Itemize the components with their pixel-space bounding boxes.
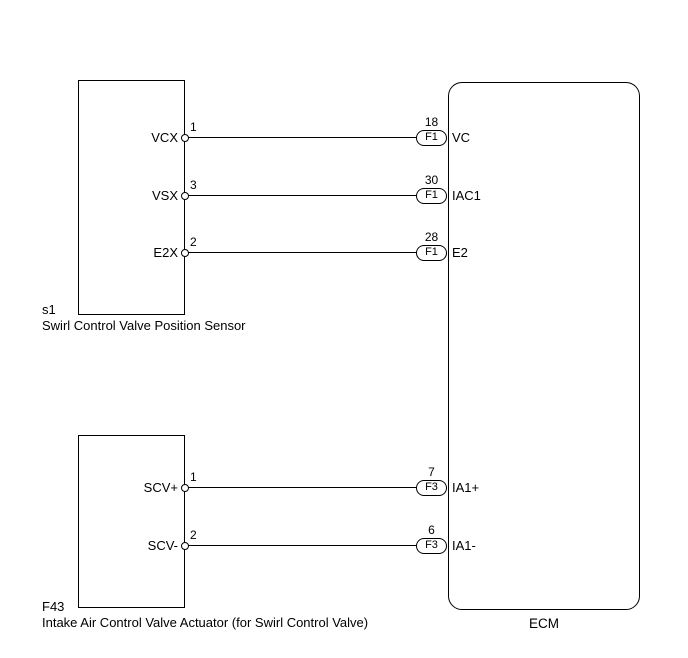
connector-oval: F3 bbox=[416, 538, 447, 554]
connection-point-icon bbox=[181, 134, 189, 142]
sensor-box bbox=[78, 80, 185, 315]
left-pin-number: 1 bbox=[190, 470, 197, 484]
wire bbox=[188, 137, 433, 138]
actuator-box bbox=[78, 435, 185, 608]
actuator-component-caption: Intake Air Control Valve Actuator (for S… bbox=[42, 615, 369, 630]
ecm-box bbox=[448, 82, 640, 610]
connector-oval: F1 bbox=[416, 245, 447, 261]
right-pin-number: 7 bbox=[428, 465, 435, 479]
connector-oval: F1 bbox=[416, 188, 447, 204]
left-pin-label: SCV- bbox=[147, 538, 178, 553]
sensor-component-id: s1 bbox=[42, 302, 56, 317]
wire bbox=[188, 195, 433, 196]
left-pin-label: SCV+ bbox=[143, 480, 178, 495]
connection-point-icon bbox=[181, 192, 189, 200]
actuator-component-id: F43 bbox=[42, 599, 65, 614]
wire bbox=[188, 545, 433, 546]
wire bbox=[188, 252, 433, 253]
right-pin-number: 30 bbox=[424, 173, 439, 187]
connector-oval: F3 bbox=[416, 480, 447, 496]
right-pin-number: 6 bbox=[428, 523, 435, 537]
left-pin-label: VCX bbox=[151, 130, 178, 145]
ecm-pin-label: IA1+ bbox=[452, 480, 480, 495]
connection-point-icon bbox=[181, 249, 189, 257]
wire bbox=[188, 487, 433, 488]
left-pin-number: 2 bbox=[190, 235, 197, 249]
left-pin-number: 2 bbox=[190, 528, 197, 542]
connection-point-icon bbox=[181, 542, 189, 550]
left-pin-label: E2X bbox=[153, 245, 178, 260]
ecm-pin-label: IAC1 bbox=[452, 188, 481, 203]
connector-oval: F1 bbox=[416, 130, 447, 146]
ecm-pin-label: E2 bbox=[452, 245, 468, 260]
ecm-component-caption: ECM bbox=[529, 616, 559, 631]
right-pin-number: 28 bbox=[424, 230, 439, 244]
right-pin-number: 18 bbox=[424, 115, 439, 129]
ecm-pin-label: VC bbox=[452, 130, 471, 145]
left-pin-number: 1 bbox=[190, 120, 197, 134]
connection-point-icon bbox=[181, 484, 189, 492]
sensor-component-caption: Swirl Control Valve Position Sensor bbox=[42, 318, 246, 333]
ecm-pin-label: IA1- bbox=[452, 538, 476, 553]
left-pin-number: 3 bbox=[190, 178, 197, 192]
left-pin-label: VSX bbox=[151, 188, 178, 203]
